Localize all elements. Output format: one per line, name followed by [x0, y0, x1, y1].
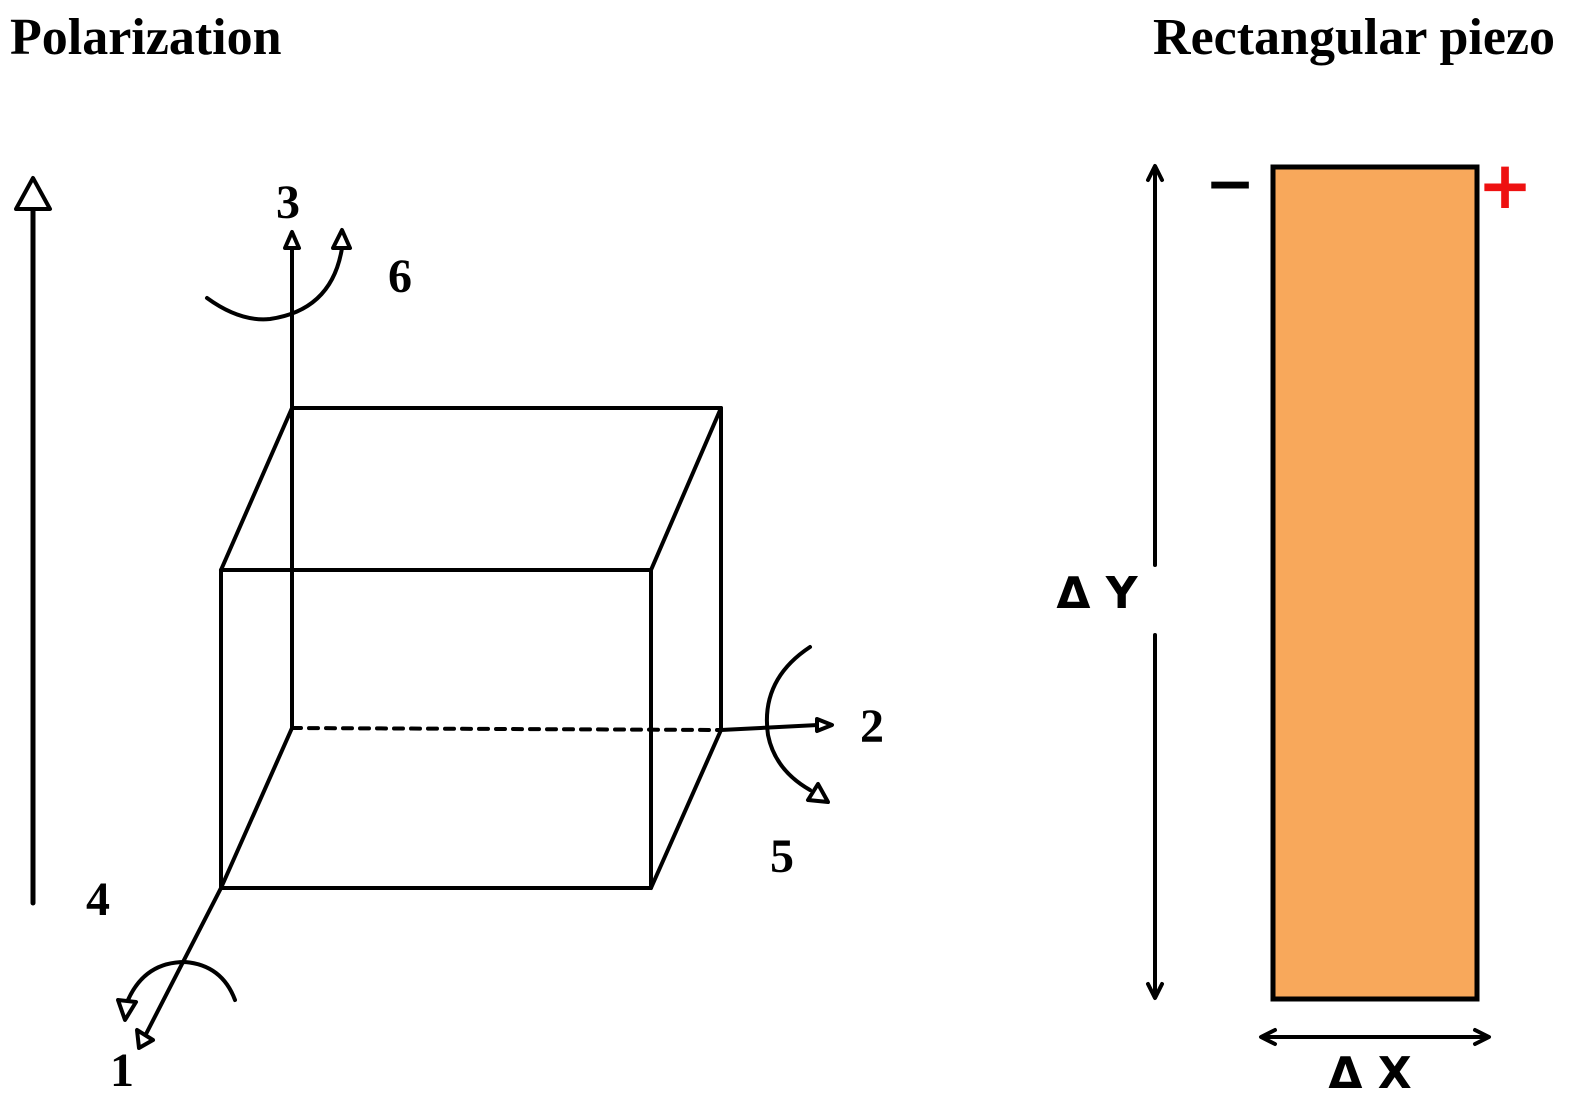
rotation-5-label: 5: [770, 830, 794, 883]
axis-1-label: 1: [110, 1044, 134, 1097]
rotation-4-arrow: [116, 960, 237, 1022]
axis-3-label: 3: [276, 176, 300, 229]
rotation-4-label: 4: [86, 873, 110, 926]
cube-wireframe: [219, 406, 723, 890]
negative-terminal-sign: −: [1205, 149, 1255, 219]
width-dimension-arrow: [1259, 1028, 1491, 1046]
axis-2-label: 2: [860, 700, 884, 753]
rotation-5-arrow: [765, 645, 830, 804]
rotation-6-arrow: [205, 228, 352, 322]
height-dimension-arrow: [1146, 164, 1164, 1000]
polarization-title: Polarization: [10, 9, 282, 66]
positive-terminal-sign: +: [1477, 147, 1532, 224]
rotation-6-label: 6: [388, 250, 412, 303]
width-label: Δ X: [1328, 1048, 1411, 1099]
axis-3-arrow: [283, 230, 301, 410]
piezo-rectangle: [1270, 164, 1480, 1002]
polarization-arrow: [14, 176, 52, 906]
height-label: Δ Y: [1056, 568, 1138, 619]
rectangular-piezo-title: Rectangular piezo: [1153, 9, 1555, 66]
axis-2-arrow: [719, 717, 834, 733]
hidden-edge: [290, 726, 723, 732]
